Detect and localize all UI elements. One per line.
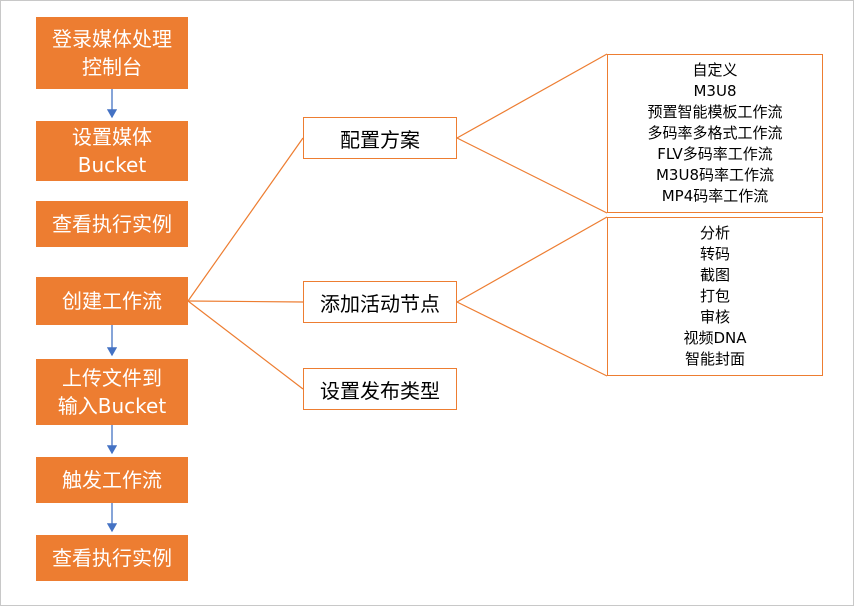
- config-options-box: 自定义 M3U8 预置智能模板工作流 多码率多格式工作流 FLV多码率工作流 M…: [607, 54, 823, 213]
- connector-config-bottom: [456, 137, 608, 214]
- step-upload-file: 上传文件到 输入Bucket: [36, 359, 188, 425]
- config-option: M3U8码率工作流: [655, 166, 774, 184]
- step-view-instance-2: 查看执行实例: [36, 535, 188, 581]
- activity-node: 智能封面: [684, 350, 745, 368]
- connector-activity: [187, 300, 304, 303]
- activity-node: 转码: [699, 245, 730, 263]
- config-option: MP4码率工作流: [661, 187, 769, 205]
- activity-node: 分析: [699, 224, 730, 242]
- node-add-activity: 添加活动节点: [303, 281, 457, 323]
- config-option: FLV多码率工作流: [657, 145, 773, 163]
- activity-nodes-box: 分析 转码 截图 打包 审核 视频DNA 智能封面: [607, 217, 823, 376]
- config-option: 预置智能模板工作流: [647, 103, 783, 121]
- connector-publish: [187, 300, 304, 390]
- step-view-instance-1: 查看执行实例: [36, 201, 188, 247]
- step-login-console: 登录媒体处理 控制台: [36, 17, 188, 89]
- connector-activity-top: [456, 216, 608, 303]
- step-set-bucket: 设置媒体 Bucket: [36, 121, 188, 181]
- step-trigger-workflow: 触发工作流: [36, 457, 188, 503]
- config-option: 自定义: [692, 61, 738, 79]
- activity-node: 打包: [699, 287, 730, 305]
- node-publish-type: 设置发布类型: [303, 368, 457, 410]
- config-option: 多码率多格式工作流: [647, 124, 783, 142]
- step-create-workflow: 创建工作流: [36, 277, 188, 325]
- activity-node: 审核: [699, 308, 730, 326]
- node-config-scheme: 配置方案: [303, 117, 457, 159]
- connector-activity-bottom: [456, 301, 608, 377]
- activity-node: 视频DNA: [683, 329, 747, 347]
- connector-config: [187, 137, 304, 302]
- config-option: M3U8: [693, 82, 737, 100]
- connector-config-top: [456, 53, 608, 139]
- activity-node: 截图: [699, 266, 730, 284]
